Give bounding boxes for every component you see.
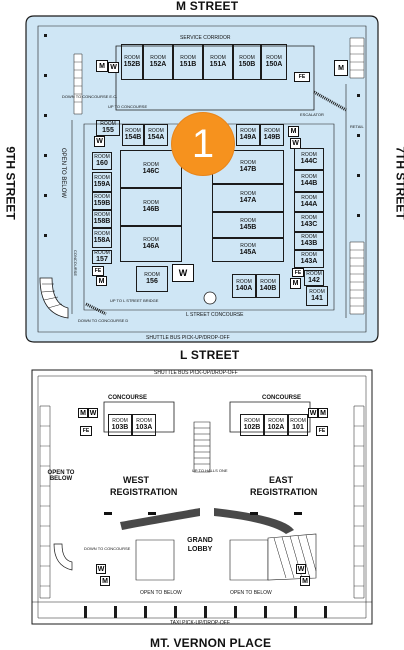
restroom-family-lower-left: FE — [80, 426, 92, 436]
up-to-halls-label: UP TO HALLS ONE — [192, 468, 228, 473]
restroom-women-lower-bottomright: W — [296, 564, 306, 574]
west-registration-label: WEST REGISTRATION — [110, 475, 178, 497]
floor-marker — [104, 512, 112, 515]
level-number-badge: 1 — [172, 113, 234, 175]
escalator-label: ESCALATOR — [300, 112, 324, 117]
restroom-women-upper-bottom: W — [172, 264, 194, 282]
down-to-concourse-d-label: DOWN TO CONCOURSE D — [78, 318, 129, 323]
concourse-upper-label: CONCOURSE — [73, 249, 79, 277]
open-to-below-bottom-left-label: OPEN TO BELOW — [140, 590, 182, 596]
floor-marker — [148, 512, 156, 515]
seventh-street-label: 7TH STREET — [393, 146, 404, 220]
restroom-family-upper-left: FE — [92, 266, 104, 276]
shuttle-upper-label: SHUTTLE BUS PICK-UP/DROP-OFF — [146, 335, 230, 341]
grand-lobby-label: GRAND LOBBY — [187, 537, 213, 553]
down-to-concourse-lower-label: DOWN TO CONCOURSE — [84, 546, 131, 551]
lower-level-plan — [24, 366, 380, 628]
restroom-men-upper-left: M — [96, 276, 107, 286]
up-to-bridge-label: UP TO L STREET BRIDGE — [110, 298, 159, 303]
restroom-women-lower-right: W — [308, 408, 318, 418]
restroom-men-lower-bottomright: M — [300, 576, 310, 586]
floor-marker — [250, 512, 258, 515]
restroom-men-lower-bottomleft: M — [100, 576, 110, 586]
open-to-below-upper-label: OPEN TO BELOW — [60, 147, 67, 199]
up-to-concourse-label: UP TO CONCOURSE — [108, 104, 148, 109]
restroom-men-upper-mid: M — [288, 126, 299, 137]
mt-vernon-place-label: MT. VERNON PLACE — [150, 636, 272, 650]
l-street-concourse-label: L STREET CONCOURSE — [186, 312, 244, 318]
upper-level-plan — [24, 14, 380, 344]
restroom-family-upper-bottomright: FE — [292, 268, 304, 277]
restroom-family-lower-right: FE — [316, 426, 328, 436]
upper-level-outline — [25, 15, 379, 343]
restroom-men-upper-top: M — [96, 60, 108, 72]
ninth-street-label: 9TH STREET — [3, 146, 18, 220]
concourse-right-lower-label: CONCOURSE — [262, 395, 302, 401]
retail-label: RETAIL — [350, 124, 364, 129]
restroom-men-lower-right: M — [318, 408, 328, 418]
m-street-label: M STREET — [176, 0, 239, 13]
restroom-women-lower-left: W — [88, 408, 98, 418]
restroom-family-upper-topright: FE — [294, 72, 310, 82]
down-to-concourse-ec-label: DOWN TO CONCOURSE E.C. — [62, 94, 118, 99]
open-to-below-bottom-right-label: OPEN TO BELOW — [230, 590, 272, 596]
east-registration-label: EAST REGISTRATION — [250, 475, 318, 497]
restroom-men-upper-topright: M — [334, 60, 348, 76]
floor-marker — [294, 512, 302, 515]
restroom-women-upper-left: W — [94, 136, 105, 147]
concourse-left-lower-label: CONCOURSE — [108, 395, 148, 401]
open-to-below-lower-label: OPEN TO BELOW — [47, 470, 75, 482]
taxi-label: TAXI PICK-UP/DROP-OFF — [170, 620, 230, 626]
lower-level-outline — [31, 369, 373, 625]
restroom-men-upper-bottomright: M — [290, 278, 301, 289]
service-corridor-label: SERVICE CORRIDOR — [180, 35, 231, 41]
shuttle-lower-label: SHUTTLE BUS PICK-UP/DROP-OFF — [154, 370, 238, 376]
restroom-women-upper-top: W — [108, 62, 119, 73]
restroom-men-lower-left: M — [78, 408, 88, 418]
l-street-label: L STREET — [180, 348, 240, 362]
restroom-women-lower-bottomleft: W — [96, 564, 106, 574]
